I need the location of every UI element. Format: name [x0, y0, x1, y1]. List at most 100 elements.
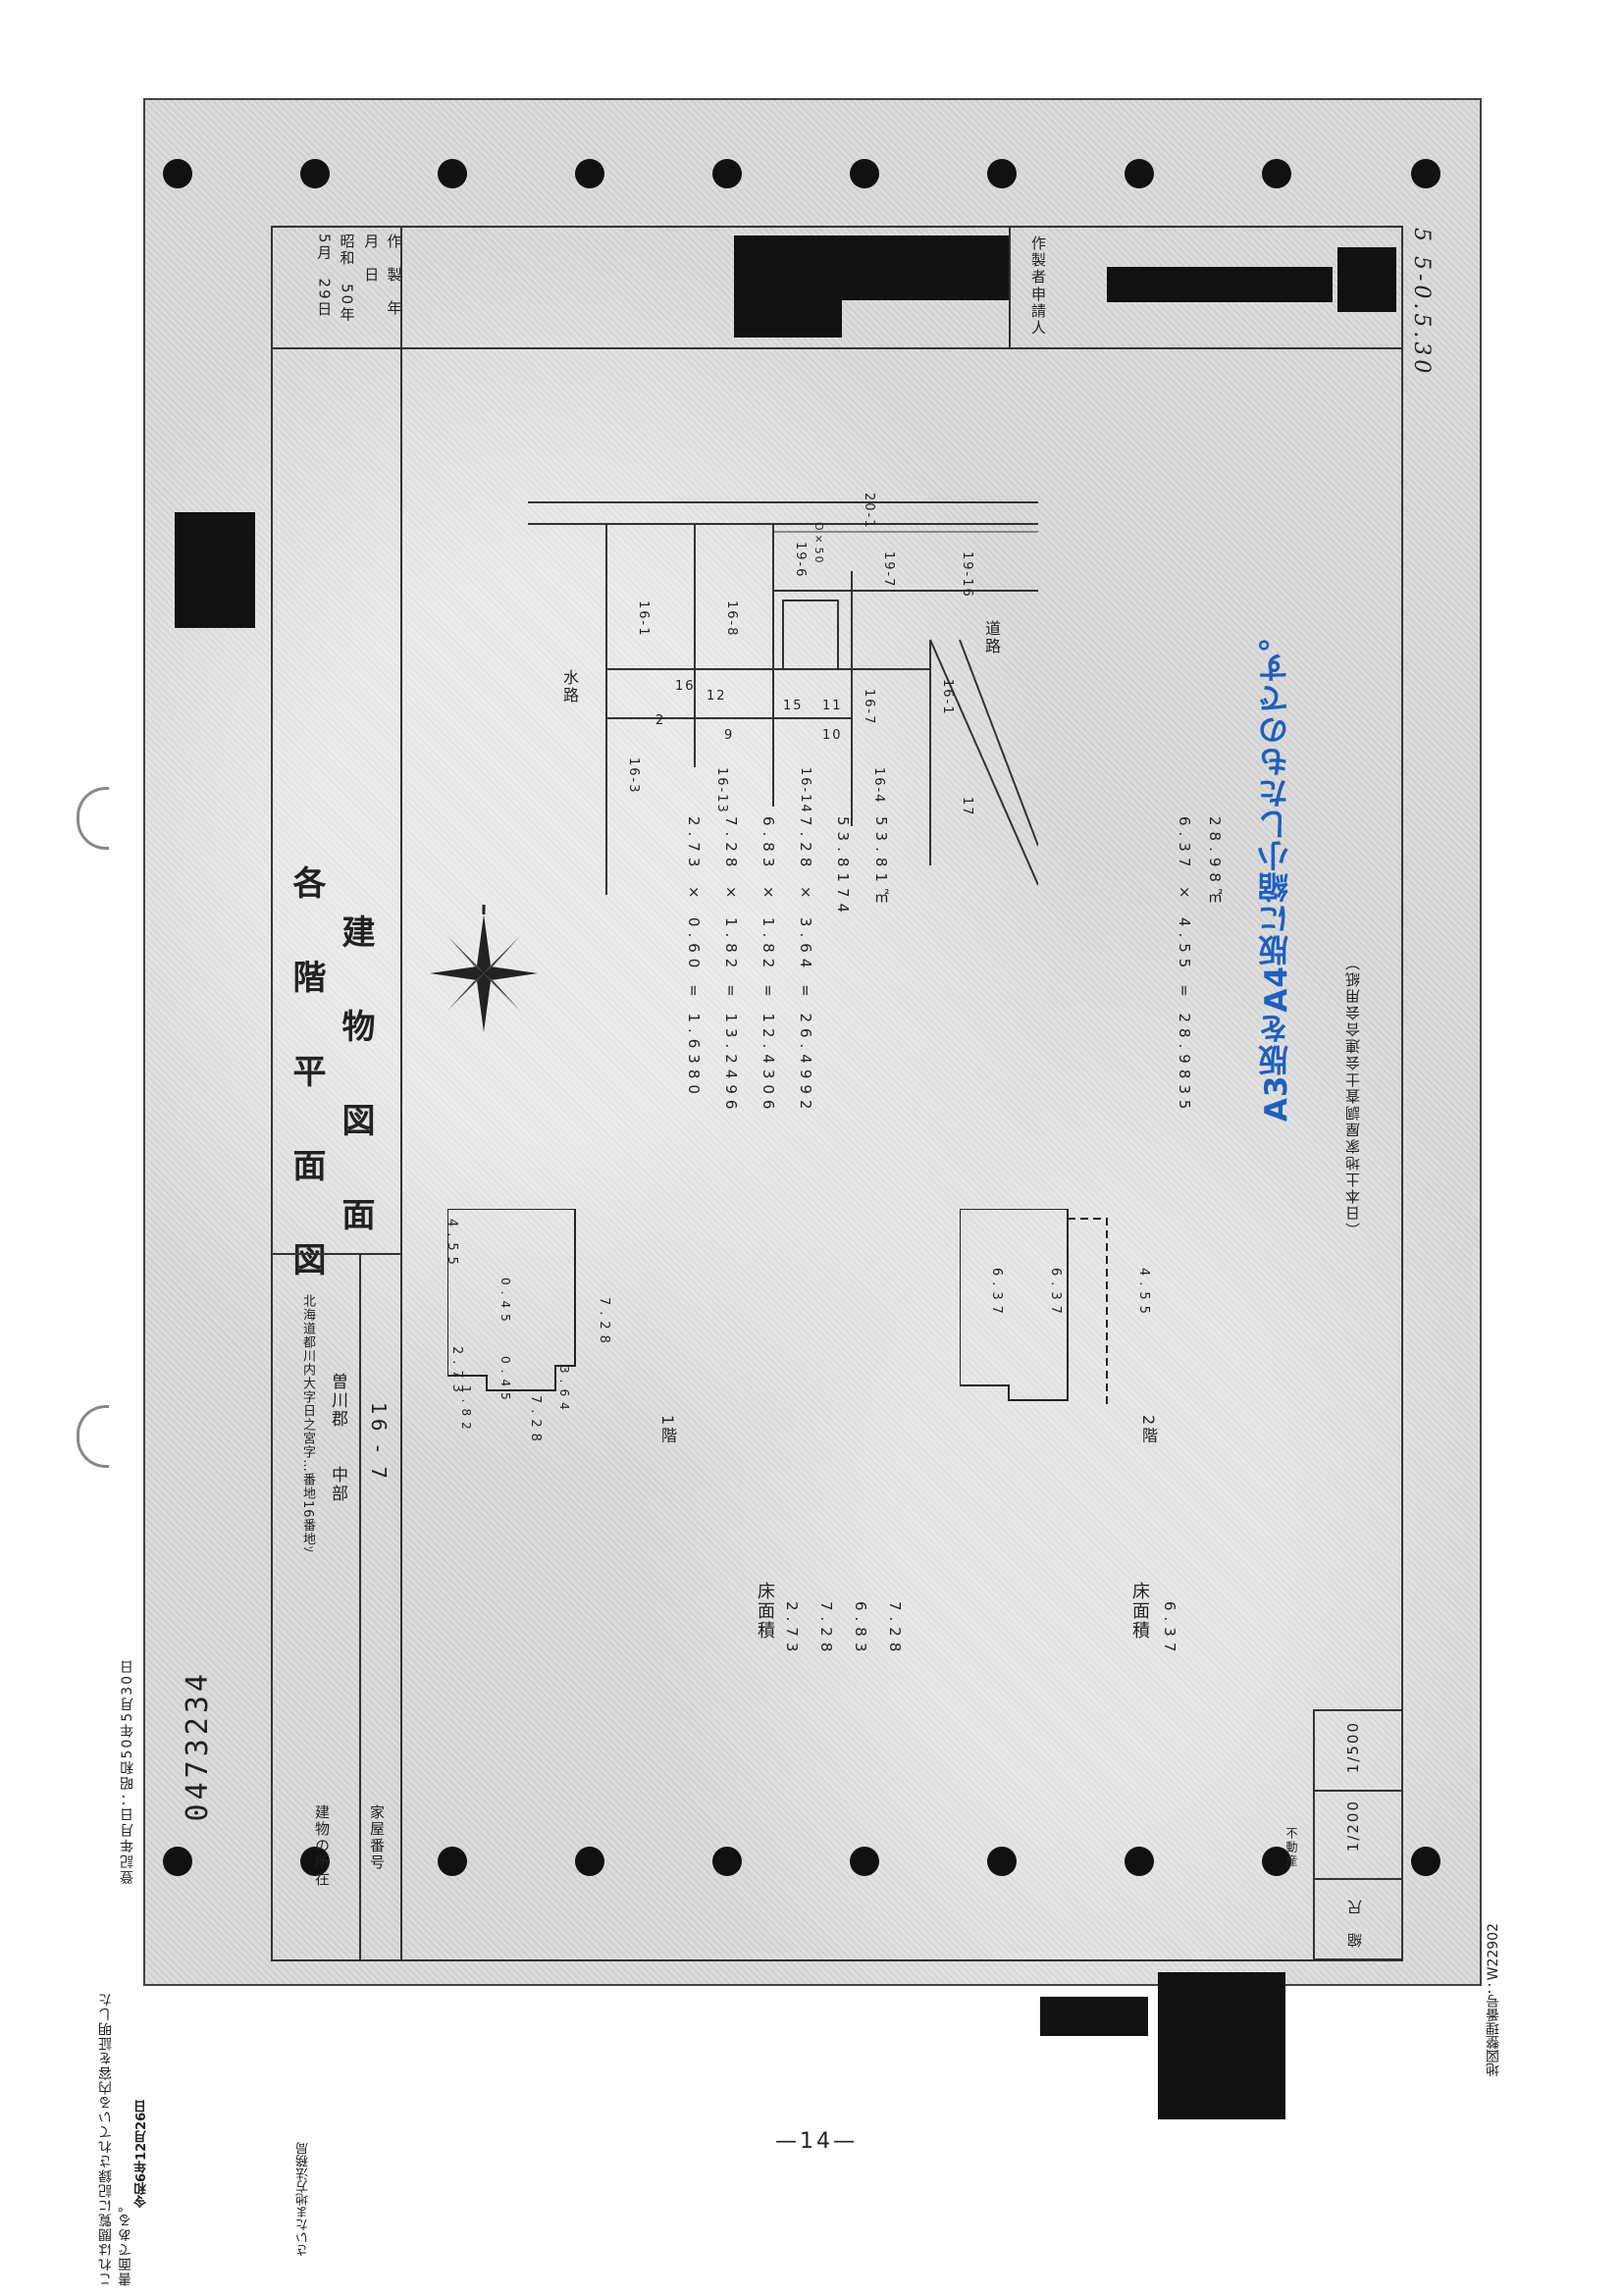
- maker-label: 作製者: [1029, 235, 1047, 286]
- lot-label: 19-7: [881, 551, 896, 589]
- house-number-value: 16 - 7: [367, 1402, 391, 1484]
- lot-label: 10: [822, 728, 843, 743]
- lot-label: 16-13: [714, 767, 729, 814]
- drawing-frame: 作 製 年 月 日 昭和 50年 5月 29日 建 物 図 面 各 階 平 面 …: [271, 226, 1403, 1961]
- drawing-title: 建 物 図 面: [332, 914, 380, 1244]
- document-number: 0473234: [181, 1670, 215, 1822]
- reduction-note: A3版をA4版に縮小したものです。: [1259, 620, 1294, 1122]
- side-mark: 不動産: [1284, 1827, 1298, 1868]
- lot-label: 20-1: [862, 493, 876, 530]
- floor1-dim: 7.28: [597, 1297, 611, 1349]
- waterway-label: 水路: [560, 669, 579, 704]
- drawing-sheet: 0473234 5 5-0.5.30 作 製 年 月 日 昭和 50年 5月 2…: [77, 98, 1482, 1986]
- area-value: 7.28: [817, 1601, 835, 1658]
- handwritten-date: 5 5-0.5.30: [1409, 228, 1434, 378]
- calc-row: 7.28 × 3.64 = 26.4992: [797, 816, 814, 1116]
- lot-label: 19-16: [960, 551, 974, 599]
- punch-hole: [575, 1847, 604, 1876]
- site-map-lines: [528, 501, 1039, 895]
- punch-hole: [1262, 159, 1291, 188]
- punch-hole: [1411, 1847, 1440, 1876]
- binder-ring: [77, 787, 109, 850]
- lot-label: 9: [724, 728, 735, 743]
- redaction: [1107, 267, 1333, 302]
- punch-hole: [163, 1847, 192, 1876]
- area-value: 6.83: [852, 1601, 869, 1658]
- floor1-dim: 1.82: [459, 1385, 473, 1435]
- lot-label: 16: [675, 679, 696, 694]
- calc-row: 53.8174: [834, 816, 852, 919]
- certify-date: 令和6年12月26日: [134, 2099, 149, 2208]
- registration-date: 登記年月日：昭和50年5月30日: [120, 1658, 135, 1885]
- redaction: [1337, 247, 1396, 312]
- road-label: 道路: [982, 620, 1001, 655]
- punch-hole: [987, 1847, 1017, 1876]
- property-info: 16 - 7 曽川郡 中部 北海道都川内大字日之宮字…番地16番地ｿ 家屋番号 …: [273, 1253, 400, 1961]
- binder-ring: [77, 1405, 109, 1468]
- redaction: [734, 235, 842, 338]
- floor2-calc-row: 28.98㎡: [1206, 816, 1224, 909]
- area-value: 7.28: [886, 1601, 904, 1658]
- floor1-dim: 2.73: [449, 1346, 464, 1398]
- punch-hole: [163, 159, 192, 188]
- lot-label: 16-3: [626, 757, 641, 795]
- floor2-dim: 4.55: [1136, 1268, 1151, 1320]
- punch-hole: [850, 159, 879, 188]
- redaction: [1158, 1972, 1285, 2119]
- site-map: 20-1 19-6 19-7 19-16 16-1 16-8 16-7 16-1…: [528, 473, 1039, 895]
- punch-hole: [300, 159, 330, 188]
- floor2-dim: 6.37: [989, 1268, 1004, 1320]
- punch-hole: [575, 159, 604, 188]
- lot-label: 12: [707, 689, 727, 704]
- lot-label: 16-1: [940, 679, 955, 716]
- redaction: [175, 512, 255, 628]
- redaction: [842, 235, 1009, 300]
- subject-building-label: O×50: [812, 522, 825, 565]
- title-line2: 各 階 平 面 図: [287, 865, 326, 1289]
- drawing-subtitle: 各 階 平 面 図: [283, 865, 331, 1289]
- area-value: 6.37: [1161, 1601, 1178, 1658]
- title-line1: 建 物 図 面: [336, 914, 375, 1244]
- punch-hole: [1411, 159, 1440, 188]
- made-date-value: 昭和 50年 5月 29日: [315, 234, 356, 340]
- floor2-plan: [959, 1208, 1117, 1405]
- floor1-dim: 4.55: [445, 1219, 459, 1271]
- scale-value-2: 1/500: [1344, 1721, 1362, 1774]
- floor1-dim: 0.45: [498, 1356, 512, 1406]
- floor2-dim: 6.37: [1048, 1268, 1063, 1320]
- floor2-label: 2階: [1139, 1415, 1158, 1445]
- calc-row: 7.28 × 1.82 = 13.2496: [722, 816, 740, 1116]
- author-block: 作 製 年 月 日 昭和 50年 5月 29日: [273, 228, 403, 349]
- lot-label: 17: [960, 797, 974, 817]
- lot-label: 2: [655, 713, 666, 728]
- certify-text: これは閲覧に記録されている内容を証明した書面である。: [98, 1992, 133, 2286]
- lot-label: 16-8: [724, 600, 739, 638]
- floor1-calc: 2.73 × 0.60 = 1.6380 7.28 × 1.82 = 13.24…: [685, 816, 911, 1366]
- header-strip: 作製者 申請人: [400, 228, 1401, 349]
- scale-label: 縮 尺: [1346, 1898, 1364, 1948]
- calc-row: 2.73 × 0.60 = 1.6380: [685, 816, 703, 1100]
- punch-hole: [712, 1847, 742, 1876]
- punch-hole: [850, 1847, 879, 1876]
- applicant-label: 申請人: [1029, 287, 1047, 337]
- lot-label: 16-1: [636, 600, 651, 638]
- punch-hole: [1262, 1847, 1291, 1876]
- calc-row: 6.83 × 1.82 = 12.4306: [759, 816, 777, 1116]
- punch-hole: [438, 159, 467, 188]
- lot-label: 16-14: [798, 767, 812, 814]
- certify-office: さいたま地方法務局: [296, 2142, 311, 2257]
- compass-icon: [420, 905, 538, 1032]
- made-date-label: 作 製 年 月 日: [362, 234, 403, 334]
- location-line2: 北海道都川内大字日之宮字…番地16番地ｿ: [300, 1294, 315, 1554]
- punch-hole: [1125, 159, 1154, 188]
- area-header: 床面積: [1129, 1582, 1150, 1641]
- floor2-calc-row: 6.37 × 4.55 = 28.9835: [1176, 816, 1193, 1116]
- punch-hole: [438, 1847, 467, 1876]
- lot-label: 16-4: [871, 767, 886, 805]
- location-label: 建物の所在: [313, 1804, 331, 1888]
- punch-hole: [1125, 1847, 1154, 1876]
- lot-label: 15: [783, 699, 804, 713]
- punch-hole: [712, 159, 742, 188]
- house-number-label: 家屋番号: [368, 1804, 386, 1871]
- floor1-label: 1階: [658, 1415, 677, 1445]
